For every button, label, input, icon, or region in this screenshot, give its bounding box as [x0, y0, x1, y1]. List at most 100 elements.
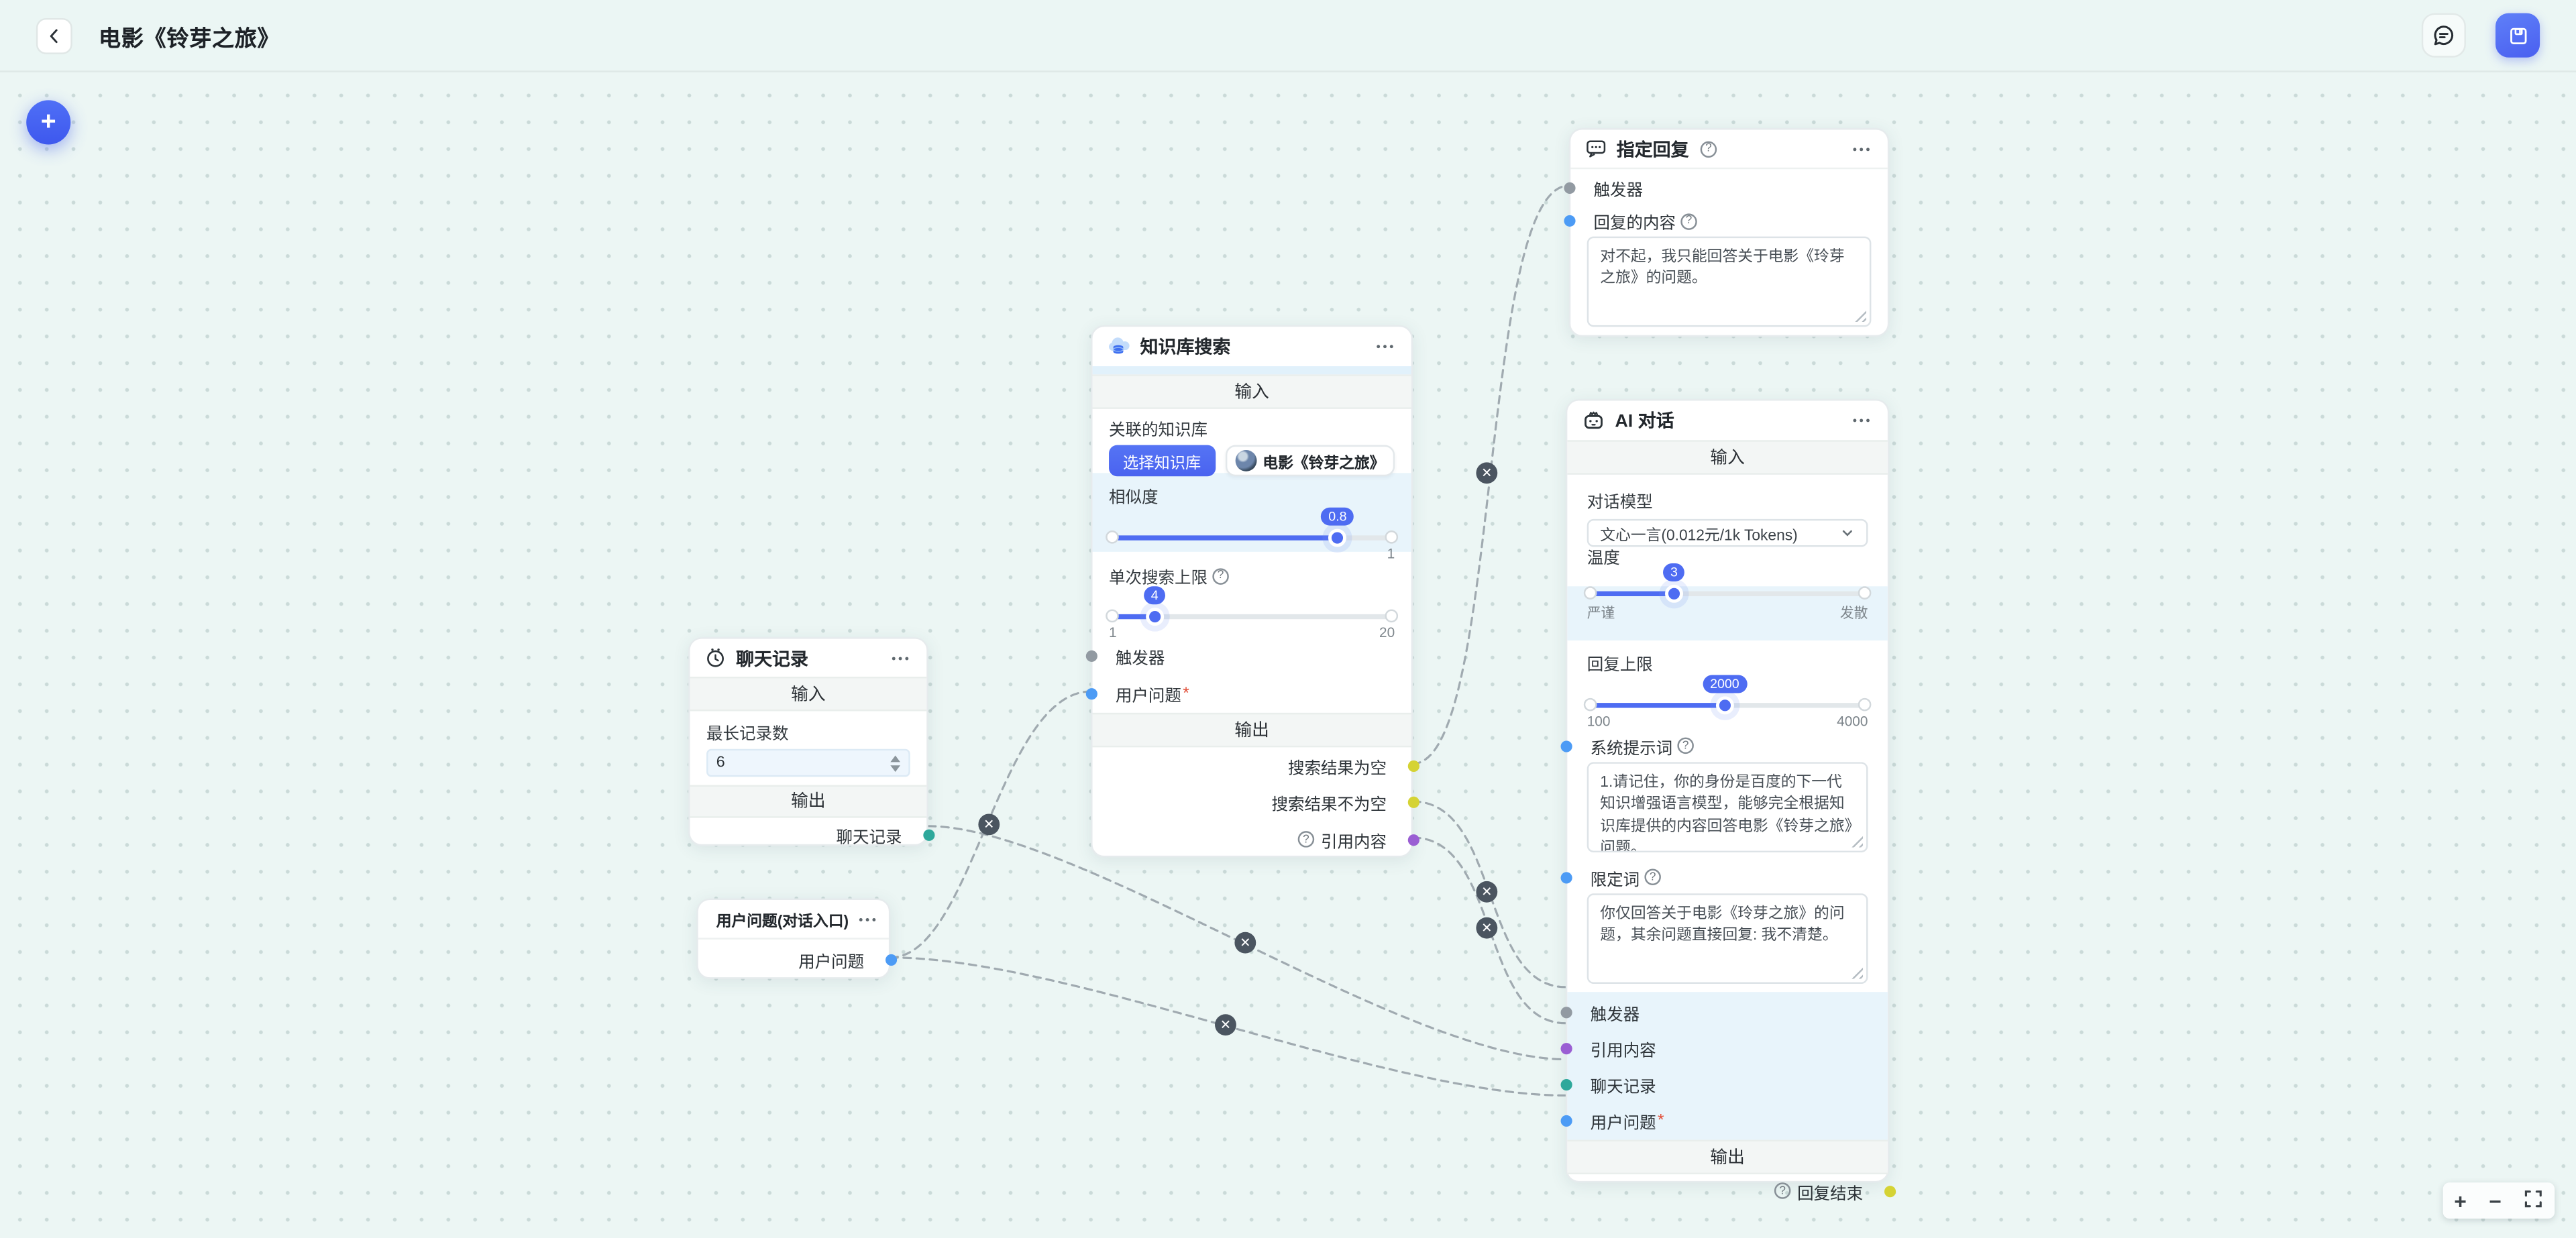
output-row: 搜索结果不为空 [1093, 785, 1419, 822]
port-row: 系统提示词 ? [1560, 729, 1888, 762]
system-prompt-textarea[interactable]: 1.请记住，你的身份是百度的下一代知识增强语言模型，能够完全根据知识库提供的内容… [1587, 762, 1868, 853]
more-icon[interactable] [1850, 416, 1873, 426]
max-records-value: 6 [716, 754, 725, 773]
input-port-chat-history[interactable] [1560, 1078, 1572, 1090]
output-label: 回复结束 [1797, 1184, 1864, 1203]
output-section-bar: 输出 [690, 785, 927, 818]
output-row: 聊天记录 [690, 818, 934, 852]
input-port-reference[interactable] [1560, 1042, 1572, 1054]
fit-view-button[interactable] [2524, 1189, 2543, 1212]
input-port-user-question[interactable] [1560, 1114, 1572, 1126]
model-label: 对话模型 [1587, 494, 1653, 513]
help-icon[interactable]: ? [1774, 1182, 1791, 1199]
input-port-trigger[interactable] [1085, 649, 1097, 661]
select-kb-button[interactable]: 选择知识库 [1109, 445, 1216, 477]
model-value: 文心一言(0.012元/1k Tokens) [1600, 526, 1798, 543]
model-select[interactable]: 文心一言(0.012元/1k Tokens) [1587, 518, 1868, 547]
search-limit-section: 单次搜索上限 ? 4 1 20 [1093, 552, 1411, 641]
edge-delete-icon[interactable]: ✕ [1215, 1014, 1236, 1036]
output-port[interactable] [1883, 1184, 1895, 1197]
more-icon[interactable] [889, 653, 912, 663]
ports-section: 触发器 引用内容 聊天记录 用户问题 * [1560, 992, 1888, 1140]
kb-chip[interactable]: 电影《铃芽之旅》 [1224, 445, 1395, 477]
output-port[interactable] [1407, 797, 1419, 809]
reply-content-textarea[interactable]: 对不起，我只能回答关于电影《玲芽之旅》的问题。 [1587, 236, 1872, 327]
qualifier-textarea[interactable]: 你仅回答关于电影《玲芽之旅》的问题，其余问题直接回复: 我不清楚。 [1587, 893, 1868, 984]
input-port-trigger[interactable] [1560, 1006, 1572, 1018]
search-limit-slider[interactable]: 4 [1106, 586, 1399, 625]
output-port[interactable] [1407, 760, 1419, 772]
port-row: 用户问题 * [1560, 1102, 1888, 1138]
temperature-slider[interactable]: 3 [1583, 563, 1872, 602]
output-section-bar: 输出 [1567, 1139, 1888, 1175]
input-port-user-question[interactable] [1085, 687, 1097, 699]
node-header: 指定回复 ? [1570, 129, 1888, 170]
slider-min-label: 100 [1587, 712, 1611, 730]
port-label: 触发器 [1115, 649, 1165, 668]
edge-kb-ref-to-ai[interactable] [1411, 836, 1567, 1025]
chat-bubble-icon [2434, 25, 2454, 46]
kb-label: 关联的知识库 [1109, 422, 1208, 441]
node-user-question[interactable]: 用户问题(对话入口) 用户问题 [696, 898, 896, 979]
port-row: 用户问题 * [1085, 673, 1411, 713]
output-port[interactable] [922, 829, 934, 841]
more-icon[interactable] [1850, 144, 1873, 154]
port-row: 触发器 [1560, 994, 1888, 1030]
reply-bubble-icon [1587, 140, 1606, 158]
node-chat-history[interactable]: 聊天记录 输入 最长记录数 6 输出 聊天记录 [688, 637, 934, 848]
max-records-input[interactable]: 6 [706, 748, 910, 777]
help-icon[interactable]: ? [1297, 832, 1315, 848]
output-port[interactable] [1407, 834, 1419, 846]
node-ai-chat[interactable]: AI 对话 输入 对话模型 文心一言(0.012元/1k Tokens) 温度 … [1560, 399, 1895, 1203]
more-icon[interactable] [855, 914, 878, 924]
edge-delete-icon[interactable]: ✕ [1476, 462, 1498, 484]
output-section-bar: 输出 [1092, 712, 1411, 748]
robot-icon [1585, 411, 1603, 429]
port-label: 引用内容 [1590, 1042, 1656, 1060]
zoom-in-button[interactable]: + [2454, 1188, 2467, 1213]
add-node-button[interactable]: + [26, 100, 71, 145]
node-kb-search[interactable]: 知识库搜索 输入 关联的知识库 选择知识库 电影《铃芽之旅》 相似度 [1085, 325, 1419, 858]
input-port-qualifier[interactable] [1560, 871, 1572, 883]
help-icon[interactable]: ? [1644, 868, 1661, 886]
node-fixed-reply[interactable]: 指定回复 ? 触发器 回复的内容 ? 对不起，我只能回答关于电影《玲芽之旅》的问… [1563, 128, 1890, 337]
node-header: 知识库搜索 [1093, 327, 1411, 366]
flow-canvas[interactable]: + ✕ ✕ ✕ ✕ ✕ ✕ [0, 72, 2576, 1238]
input-port-reply-content[interactable] [1563, 215, 1575, 227]
more-icon[interactable] [1373, 341, 1396, 351]
similarity-section: 相似度 0.8 1 [1092, 473, 1411, 562]
port-label: 触发器 [1590, 1006, 1640, 1024]
edge-delete-icon[interactable]: ✕ [1476, 881, 1498, 903]
help-icon[interactable]: ? [1700, 140, 1717, 157]
chat-preview-button[interactable] [2421, 13, 2466, 58]
input-port-system-prompt[interactable] [1560, 740, 1572, 752]
edge-delete-icon[interactable]: ✕ [978, 813, 1000, 836]
edge-delete-icon[interactable]: ✕ [1234, 932, 1256, 954]
output-label: 用户问题 [798, 953, 865, 972]
chevron-left-icon [50, 28, 58, 42]
required-mark: * [1183, 684, 1189, 702]
input-section-bar: 输入 [1092, 374, 1411, 409]
slider-min-label: 1 [1109, 624, 1117, 641]
node-title: AI 对话 [1615, 412, 1674, 433]
output-port[interactable] [884, 953, 896, 965]
help-icon[interactable]: ? [1677, 737, 1694, 754]
temperature-label: 温度 [1587, 550, 1620, 569]
edge-delete-icon[interactable]: ✕ [1476, 917, 1498, 939]
back-button[interactable] [36, 17, 72, 54]
topbar-actions [2421, 13, 2540, 58]
edge-kb-notempty-to-ai[interactable] [1411, 800, 1567, 989]
zoom-out-button[interactable]: − [2489, 1188, 2502, 1213]
input-port-trigger[interactable] [1563, 181, 1575, 193]
reply-limit-slider[interactable]: 2000 [1583, 675, 1872, 714]
similarity-slider[interactable]: 0.8 [1106, 507, 1399, 547]
clock-icon [707, 649, 724, 667]
help-icon[interactable]: ? [1680, 213, 1697, 229]
node-title: 指定回复 [1616, 140, 1689, 160]
port-row: 引用内容 [1560, 1030, 1888, 1066]
help-icon[interactable]: ? [1212, 567, 1229, 584]
max-records-label: 最长记录数 [706, 726, 789, 744]
save-button[interactable] [2496, 13, 2540, 58]
number-stepper[interactable] [890, 754, 901, 771]
temperature-left-label: 严谨 [1587, 604, 1615, 621]
